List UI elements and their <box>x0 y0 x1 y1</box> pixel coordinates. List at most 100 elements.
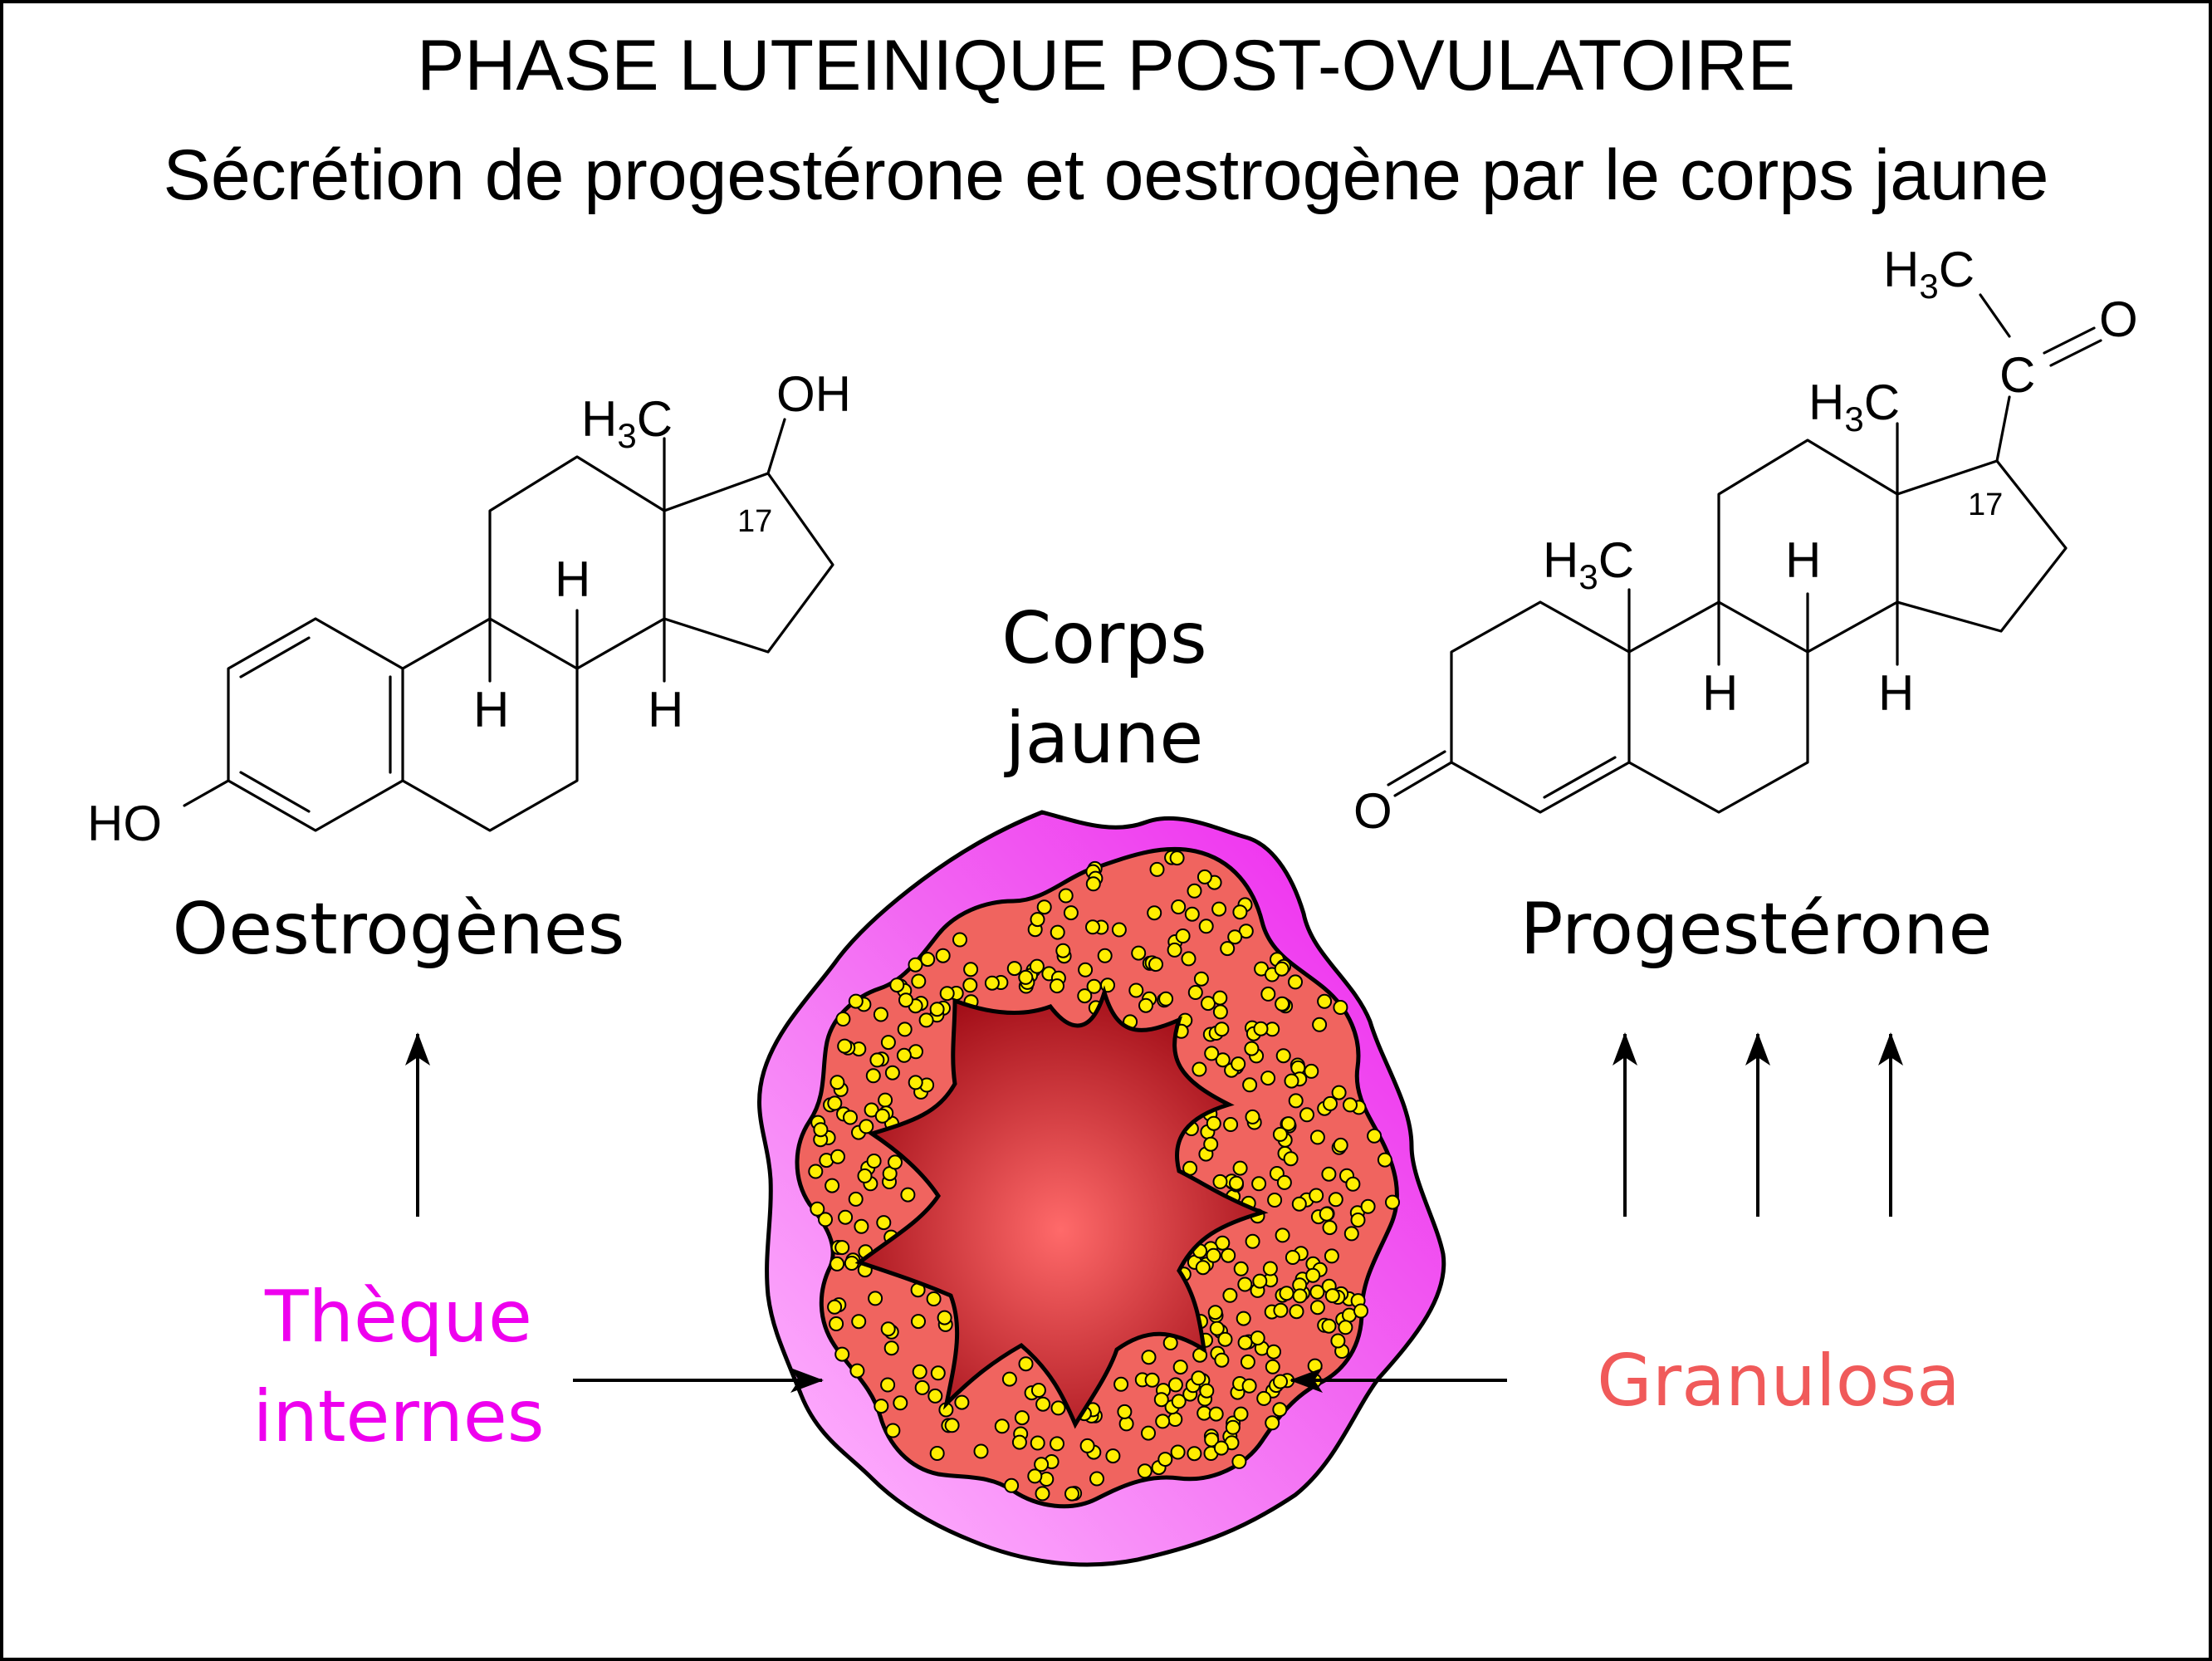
progesterone-h-label-3: H <box>1878 665 1914 721</box>
granule <box>1113 1376 1129 1392</box>
granule <box>1153 1392 1169 1408</box>
granule <box>1172 1360 1188 1375</box>
granule <box>874 1399 889 1414</box>
granule <box>1237 1335 1253 1350</box>
granule <box>1131 945 1147 961</box>
granule <box>1223 1117 1239 1132</box>
estrogen-oh-label: OH <box>776 366 851 422</box>
granule <box>937 1310 952 1325</box>
granule <box>963 962 979 977</box>
granule <box>1215 1052 1231 1068</box>
granule <box>1353 1303 1368 1319</box>
granule <box>939 986 955 1002</box>
granule <box>1324 1288 1340 1304</box>
granule <box>1149 861 1165 877</box>
granule <box>1204 1046 1220 1061</box>
granule <box>1231 1056 1246 1072</box>
granule <box>1240 1354 1255 1369</box>
granule <box>1006 961 1022 977</box>
granule <box>1217 1331 1233 1347</box>
granule <box>1085 876 1101 892</box>
granule <box>896 1047 912 1063</box>
granule <box>880 1035 896 1051</box>
granule <box>1158 991 1174 1007</box>
progesterone-name: Progestérone <box>1520 888 1993 971</box>
granule <box>1138 997 1153 1013</box>
granule <box>810 1201 825 1217</box>
granule <box>1221 1247 1236 1263</box>
granule <box>1288 1093 1304 1109</box>
granule <box>1331 1085 1347 1100</box>
granule <box>813 1122 829 1138</box>
granule <box>854 1218 869 1234</box>
granule <box>1229 1175 1244 1191</box>
granule <box>1280 1116 1296 1132</box>
granule <box>835 1012 851 1026</box>
granule <box>1111 922 1127 938</box>
granule <box>1001 1371 1017 1387</box>
granule <box>1027 1468 1043 1484</box>
granule <box>1343 1097 1358 1113</box>
granule <box>994 1418 1010 1434</box>
granule <box>1272 1402 1288 1418</box>
granule <box>1252 1273 1268 1289</box>
granule <box>1262 1261 1278 1276</box>
granule <box>1245 1109 1260 1124</box>
granule <box>1241 1378 1257 1394</box>
granule <box>1078 962 1094 977</box>
granule <box>1266 1344 1281 1360</box>
granule <box>1227 929 1243 945</box>
granule <box>859 1119 874 1134</box>
granule <box>973 1443 989 1459</box>
granule <box>898 992 913 1008</box>
granule <box>1288 974 1303 990</box>
granule <box>1232 1160 1248 1176</box>
granule <box>1201 996 1216 1012</box>
granule <box>1214 1022 1230 1037</box>
granule <box>1260 1071 1276 1086</box>
granule <box>1064 1486 1079 1502</box>
granule <box>1377 1152 1392 1168</box>
granule <box>1322 1220 1338 1236</box>
granule <box>838 1209 854 1225</box>
granule <box>1117 1404 1133 1419</box>
granule <box>1237 1276 1253 1292</box>
granule <box>848 993 864 1009</box>
granule <box>1036 899 1052 915</box>
granule <box>1275 1048 1291 1064</box>
granule <box>1148 957 1163 973</box>
granule <box>1014 1410 1030 1426</box>
granule <box>962 977 978 993</box>
granule <box>1309 1129 1325 1145</box>
granule <box>1299 1107 1314 1123</box>
granule <box>1175 928 1191 943</box>
granule <box>1265 1359 1280 1374</box>
granule <box>1187 1446 1202 1462</box>
granule <box>911 1314 926 1330</box>
granule <box>908 957 923 973</box>
granule <box>1085 919 1100 935</box>
granule <box>873 1007 888 1022</box>
granule <box>1018 1356 1034 1372</box>
granule <box>1338 1320 1353 1335</box>
granule <box>1274 961 1290 977</box>
granule <box>1147 905 1162 921</box>
granule <box>1215 1235 1231 1251</box>
corps-jaune-label-line1: Corps <box>1001 597 1206 680</box>
progesterone-h-label-2: H <box>1702 665 1738 721</box>
granule <box>1195 1260 1211 1276</box>
granule <box>1367 1128 1382 1144</box>
granule <box>883 1340 899 1356</box>
granule <box>1305 1267 1321 1283</box>
granule <box>876 1215 892 1231</box>
granule <box>1323 1095 1338 1111</box>
progesterone-c13-methyl-label: H3C <box>1808 375 1900 439</box>
granulosa-label: Granulosa <box>1597 1340 1960 1423</box>
granule <box>1220 941 1236 957</box>
granule <box>918 1012 934 1028</box>
granule <box>1244 1041 1260 1056</box>
granule <box>1272 1126 1288 1142</box>
estrogen-h-label-2: H <box>473 682 509 737</box>
granule <box>1350 1213 1366 1227</box>
